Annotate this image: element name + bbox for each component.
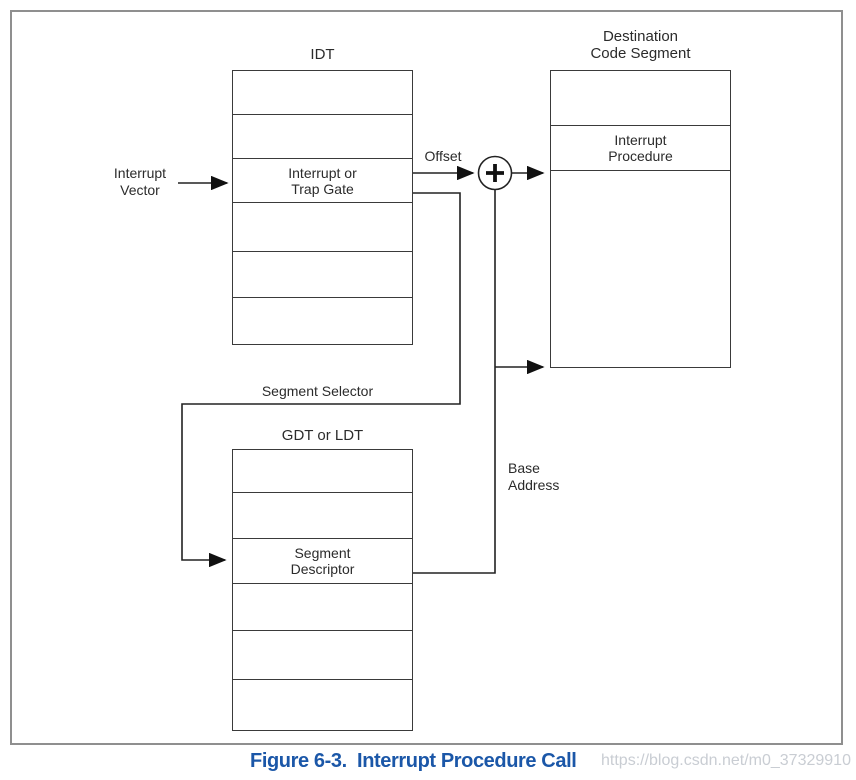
gdt-title: GDT or LDT [281, 427, 364, 444]
gdt-table: Segment Descriptor [232, 449, 413, 731]
idt-table: Interrupt or Trap Gate [232, 70, 413, 345]
watermark-text: https://blog.csdn.net/m0_37329910 [601, 752, 851, 769]
table-row [551, 71, 730, 126]
table-row [233, 450, 412, 493]
idt-gate-row: Interrupt or Trap Gate [233, 159, 412, 203]
interrupt-vector-label: Interrupt Vector [113, 165, 167, 198]
table-row [233, 584, 412, 631]
interrupt-procedure-row: Interrupt Procedure [551, 126, 730, 171]
table-row [233, 493, 412, 539]
table-row [233, 203, 412, 252]
table-row [233, 298, 412, 344]
base-address-label: Base Address [508, 460, 560, 493]
table-row [233, 631, 412, 680]
table-row [233, 115, 412, 159]
table-row [233, 71, 412, 115]
offset-label: Offset [424, 148, 462, 164]
table-row [233, 680, 412, 730]
segment-selector-label: Segment Selector [261, 383, 374, 399]
table-row [233, 252, 412, 298]
segment-descriptor-row: Segment Descriptor [233, 539, 412, 584]
table-row [551, 171, 730, 367]
figure-caption: Figure 6-3. Interrupt Procedure Call [250, 750, 577, 772]
destination-title: Destination Code Segment [590, 28, 691, 62]
destination-table: Interrupt Procedure [550, 70, 731, 368]
idt-title: IDT [310, 46, 335, 63]
